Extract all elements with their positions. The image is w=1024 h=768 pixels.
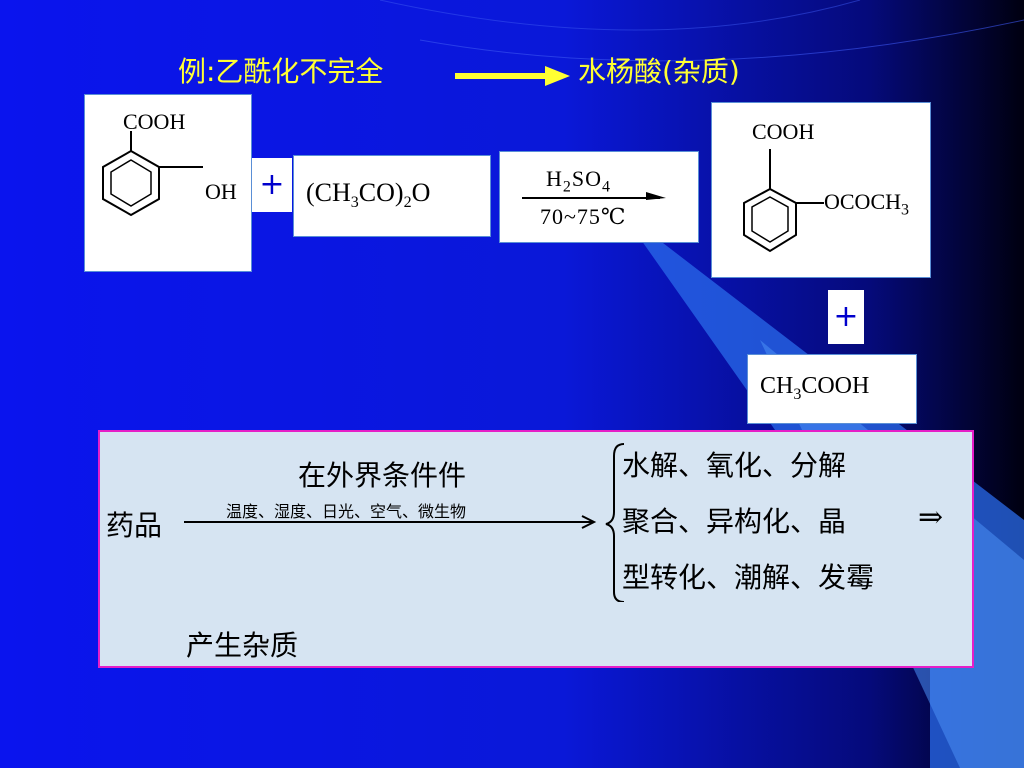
reaction-arrow-icon [522,192,666,200]
result-label: 产生杂质 [186,629,299,662]
benzene-ring-icon [743,149,824,253]
impurity-title: 水杨酸(杂质) [578,55,740,88]
formula-part: CO) [358,178,404,207]
plus-sign: + [828,290,864,344]
formula-subscript: 3 [350,194,359,212]
external-conditions-label: 在外界条件件 [298,459,467,492]
formula-part: O [411,178,431,207]
formula-part: COOH [801,373,870,399]
degradation-panel: 在外界条件件 药品 温度、湿度、日光、空气、微生物 水解、氧化、分解 聚合、异构… [98,430,974,668]
reaction-conditions-box: H2SO4 70~75℃ [499,151,699,243]
process-line-3: 型转化、潮解、发霉 [622,561,875,594]
formula-part: CH [760,373,794,399]
cooh-label: COOH [123,109,186,134]
ococh3-label: OCOCH3 [824,189,909,219]
formula-subscript: 3 [901,201,910,219]
anhydride-formula: (CH3CO)2O [306,178,430,212]
acetic-acid-formula: CH3COOH [760,373,869,404]
formula-part: OCOCH [824,189,902,214]
catalyst-label: H2SO4 [546,166,611,196]
benzene-ring-icon [102,131,203,217]
formula-subscript: 2 [562,178,572,196]
plus-sign: + [252,158,292,212]
formula-subscript: 2 [403,194,412,212]
temperature-label: 70~75℃ [540,204,627,229]
drug-label: 药品 [106,509,163,542]
formula-part: (CH [306,178,351,207]
curly-brace-icon [605,443,625,602]
salicylic-acid-structure: COOH OH [84,94,252,272]
formula-part: SO [571,166,603,191]
factors-label: 温度、湿度、日光、空气、微生物 [226,502,467,521]
aspirin-structure: COOH OCOCH3 [711,102,931,278]
formula-subscript: 4 [602,178,612,196]
acetic-anhydride-box: (CH3CO)2O [293,155,491,237]
implies-arrow-icon: ⇒ [918,500,944,535]
formula-part: H [546,166,563,191]
oh-label: OH [205,179,237,204]
process-line-1: 水解、氧化、分解 [622,449,847,482]
acetic-acid-box: CH3COOH [747,354,917,424]
formula-subscript: 3 [793,385,802,403]
long-arrow-icon [184,515,597,529]
example-title: 例:乙酰化不完全 [178,55,384,88]
process-line-2: 聚合、异构化、晶 [622,505,847,538]
cooh-label: COOH [752,119,815,144]
yellow-arrow-icon [455,66,570,86]
